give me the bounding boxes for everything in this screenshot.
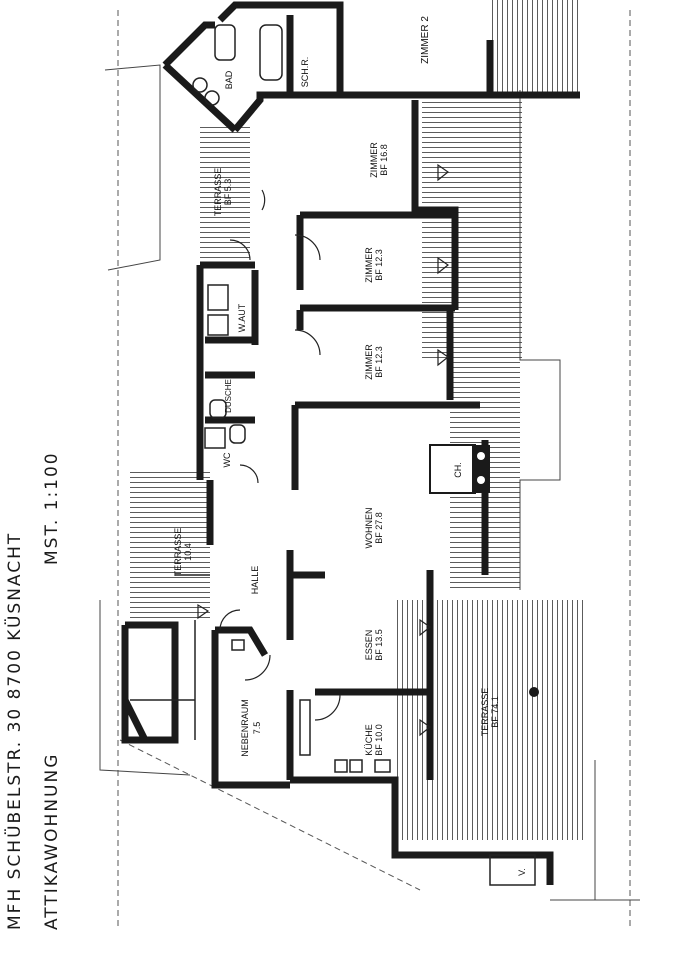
terrace-marker-dot <box>529 687 539 697</box>
walls <box>121 1 580 885</box>
kueche-area: BF 10.0 <box>374 724 384 756</box>
kueche-name: KÜCHE <box>364 724 374 756</box>
label-waschautomat: W.AUT <box>237 303 247 332</box>
terrace-hatch-right-upper <box>422 100 522 360</box>
label-cheminee: CH. <box>453 462 463 478</box>
nebenraum-name: NEBENRAUM <box>240 699 250 757</box>
essen-area: BF 13.5 <box>374 629 384 661</box>
zimmer-1-area: BF 16.8 <box>379 144 389 176</box>
window-markers <box>197 163 450 737</box>
label-zimmer-3: ZIMMER BF 12.3 <box>364 344 384 380</box>
label-wc: WC <box>222 452 232 467</box>
svg-text:HALLE: HALLE <box>250 566 260 595</box>
terrasse-3-area: BF 74.1 <box>490 696 500 728</box>
label-terrasse-1: TERRASSE BF 5.3 <box>213 168 233 217</box>
svg-text:BAD: BAD <box>224 70 234 89</box>
header-subtitle: ATTIKAWOHNUNG <box>42 753 62 930</box>
label-nebenraum: NEBENRAUM 7.5 <box>240 699 262 757</box>
fireplace <box>429 444 490 494</box>
terrasse-1-area: BF 5.3 <box>223 179 233 206</box>
label-terrasse-3: TERRASSE BF 74.1 <box>480 688 500 737</box>
essen-name: ESSEN <box>364 630 374 661</box>
svg-text:WC: WC <box>222 452 232 467</box>
svg-text:SCH.R.: SCH.R. <box>300 57 310 88</box>
wohnen-name: WOHNEN <box>364 508 374 549</box>
sanitary-fixtures <box>192 24 391 773</box>
zimmer-3-name: ZIMMER <box>364 344 374 380</box>
header-scale: MST. 1:100 <box>42 451 62 565</box>
terrasse-2-area: 10.4 <box>183 543 193 561</box>
roof-outline <box>117 10 631 930</box>
label-zimmer-1: ZIMMER BF 16.8 <box>369 142 389 178</box>
label-bad: BAD <box>224 70 234 89</box>
terrasse-2-name: TERRASSE <box>173 528 183 577</box>
svg-text:MST. 1:100: MST. 1:100 <box>42 451 62 565</box>
svg-text:W.AUT: W.AUT <box>237 303 247 332</box>
label-kueche: KÜCHE BF 10.0 <box>364 724 384 756</box>
wohnen-area: BF 27.8 <box>374 512 384 544</box>
label-terrasse-2: TERRASSE 10.4 <box>173 528 193 577</box>
svg-text:ZIMMER 2: ZIMMER 2 <box>420 16 431 64</box>
label-essen: ESSEN BF 13.5 <box>364 629 384 661</box>
svg-text:CH.: CH. <box>453 462 463 478</box>
label-zimmer-2: ZIMMER BF 12.3 <box>364 247 384 283</box>
label-vorraum: V. <box>517 868 527 876</box>
terrasse-1-name: TERRASSE <box>213 168 223 217</box>
terrace-hatch-left-2 <box>130 470 210 620</box>
terrace-hatch-top <box>490 0 580 92</box>
zimmer-3-area: BF 12.3 <box>374 346 384 378</box>
label-halle: HALLE <box>250 566 260 595</box>
door-swings <box>219 189 341 721</box>
label-schrank: SCH.R. <box>300 57 310 88</box>
terrasse-3-name: TERRASSE <box>480 688 490 737</box>
label-zimmer-top: ZIMMER 2 <box>420 16 431 64</box>
label-wohnen: WOHNEN BF 27.8 <box>364 508 384 549</box>
svg-text:ATTIKAWOHNUNG: ATTIKAWOHNUNG <box>42 753 62 930</box>
svg-text:DUSCHE: DUSCHE <box>224 379 233 413</box>
header-address: MFH SCHÜBELSTR. 30 8700 KÜSNACHT <box>3 532 25 930</box>
terrace-hatch-left-1 <box>200 125 250 265</box>
svg-text:MFH SCHÜBELSTR. 30 8700 KÜS: MFH SCHÜBELSTR. 30 8700 KÜSNACHT <box>3 532 25 930</box>
label-dusche: DUSCHE <box>224 379 233 413</box>
nebenraum-area: 7.5 <box>252 722 262 735</box>
zimmer-1-name: ZIMMER <box>369 142 379 178</box>
svg-text:V.: V. <box>517 868 527 876</box>
zimmer-2-area: BF 12.3 <box>374 249 384 281</box>
thin-lines <box>130 574 536 886</box>
zimmer-2-name: ZIMMER <box>364 247 374 283</box>
